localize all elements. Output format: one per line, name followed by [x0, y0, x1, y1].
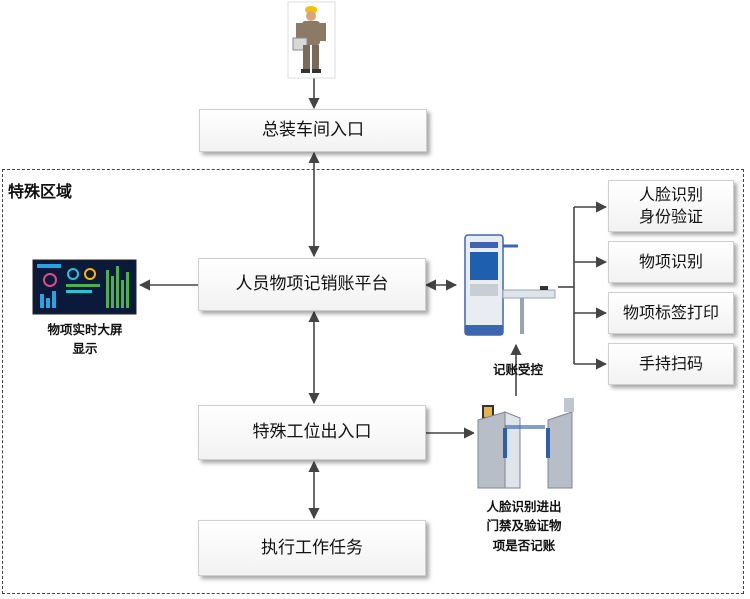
label-print-label: 物项标签打印 — [622, 303, 719, 323]
entrance-box: 总装车间入口 — [199, 109, 427, 152]
gate-caption: 人脸识别进出 门禁及验证物 项是否记账 — [486, 499, 562, 553]
face-id-box: 人脸识别 身份验证 — [608, 180, 734, 232]
item-id-label: 物项识别 — [638, 252, 703, 272]
platform-box: 人员物项记销账平台 — [198, 258, 426, 311]
item-id-box: 物项识别 — [608, 241, 734, 283]
task-box: 执行工作任务 — [198, 520, 426, 576]
scan-box: 手持扫码 — [608, 343, 734, 385]
gate-icon — [474, 397, 578, 489]
zone-title: 特殊区域 — [8, 182, 73, 201]
worker-icon — [287, 1, 336, 79]
screen-caption: 物项实时大屏 显示 — [47, 322, 123, 357]
label-print-box: 物项标签打印 — [608, 292, 734, 334]
face-id-label: 人脸识别 身份验证 — [638, 185, 703, 226]
station-box: 特殊工位出入口 — [198, 405, 426, 460]
kiosk-icon — [460, 230, 558, 343]
scan-label: 手持扫码 — [638, 354, 703, 374]
task-label: 执行工作任务 — [261, 537, 363, 558]
control-caption: 记账受控 — [492, 362, 543, 377]
entrance-label: 总装车间入口 — [262, 120, 364, 141]
platform-label: 人员物项记销账平台 — [235, 274, 389, 295]
station-label: 特殊工位出入口 — [252, 422, 372, 443]
big-screen-icon — [32, 259, 137, 315]
